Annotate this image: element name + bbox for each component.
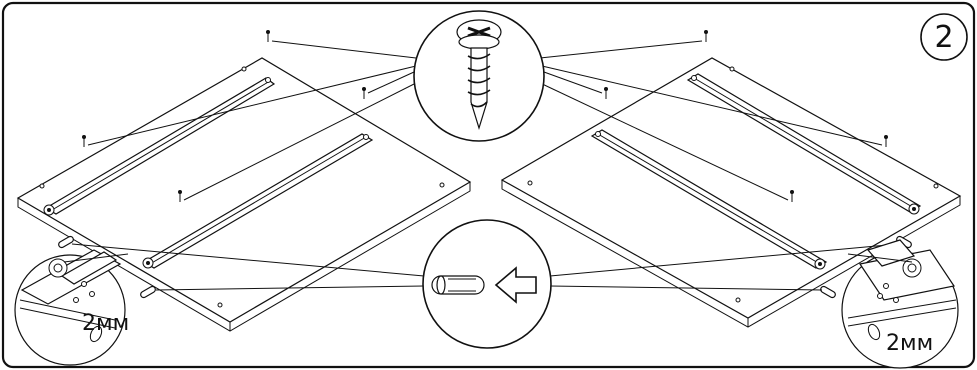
right-panel: 2мм: [500, 30, 962, 369]
arrow-left-icon: [494, 266, 537, 304]
left-dowels: [58, 235, 156, 299]
dowel-detail: [422, 219, 552, 349]
left-rail-rear: [43, 77, 276, 216]
right-zoom-detail: 2мм: [841, 239, 959, 369]
left-panel: 2мм: [14, 30, 472, 366]
right-rail-rear: [686, 73, 922, 215]
left-zoom-detail: 2мм: [14, 249, 129, 366]
dowel-icon: [431, 275, 485, 295]
right-gap-label: 2мм: [886, 331, 933, 356]
screw-detail: [413, 10, 545, 142]
right-rail-front: [590, 129, 828, 270]
left-rail-front: [142, 133, 374, 269]
step-number: 2: [934, 20, 953, 55]
screw-icon: [456, 19, 502, 131]
left-screw-markers: [82, 30, 366, 202]
left-gap-label: 2мм: [82, 311, 129, 336]
right-screw-markers: [604, 30, 888, 202]
step-badge: 2: [920, 13, 968, 61]
